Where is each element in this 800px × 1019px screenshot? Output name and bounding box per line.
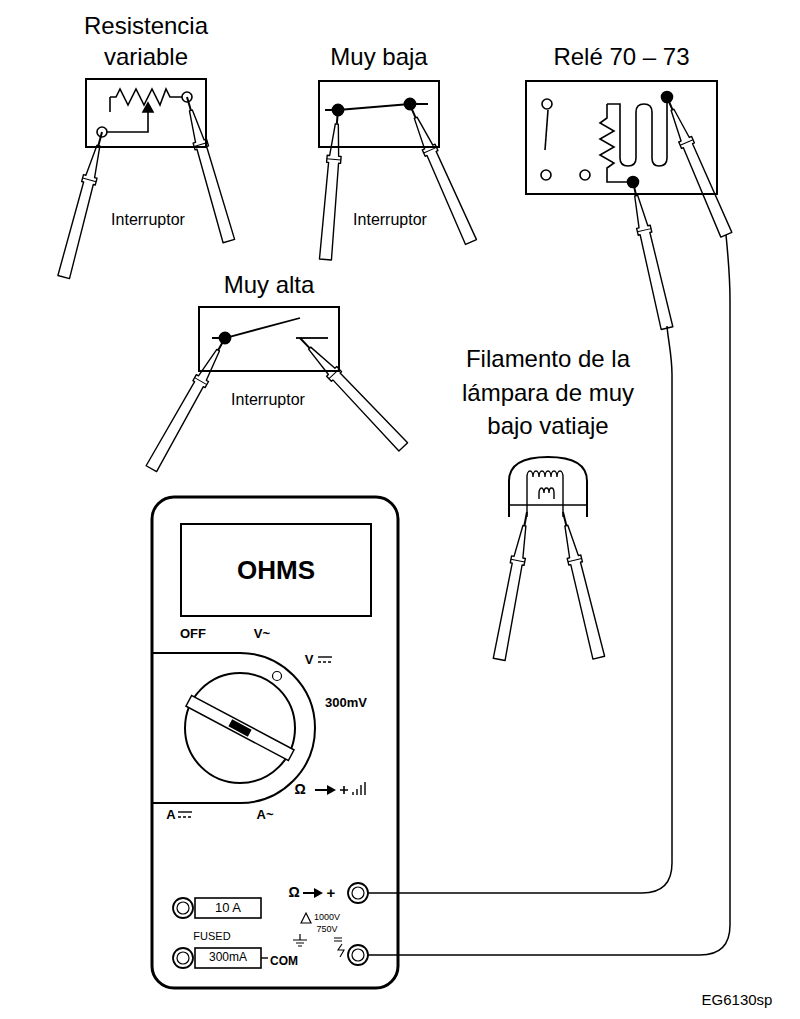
multimeter-body (338, 944, 344, 957)
component-box: Resistencia variable (85, 78, 207, 148)
multimeter-body (348, 945, 368, 965)
multimeter-body (185, 673, 295, 783)
multimeter-body (340, 786, 348, 794)
closed-switch (405, 99, 416, 110)
relay-symbol (541, 92, 673, 188)
resistor-symbol (107, 110, 148, 132)
lamp-bulb (527, 471, 563, 485)
dial-label: A~ (257, 808, 274, 822)
relay-symbol (542, 99, 552, 109)
test-lead (368, 235, 730, 955)
multimeter-body (327, 785, 336, 795)
illustration (318, 109, 345, 260)
jack-label: FUSED (193, 930, 230, 942)
multimeter-body (177, 952, 189, 964)
resistor-symbol (110, 89, 182, 105)
jack-label: 300mA (209, 951, 247, 964)
multimeter-body (177, 902, 189, 914)
multimeter-body (152, 497, 398, 988)
display-text: OHMS (182, 525, 370, 615)
multimeter-body (195, 898, 261, 918)
open-switch (212, 318, 328, 344)
multimeter-body (173, 948, 193, 968)
illustration (661, 94, 733, 237)
resistor-symbol (109, 97, 111, 112)
lamp-bulb (527, 485, 563, 517)
dial-label: OFF (180, 627, 206, 641)
multimeter-body (334, 938, 342, 941)
multimeter-body (153, 653, 315, 803)
jack-label: + (327, 885, 336, 902)
jack-label: COM (270, 955, 298, 968)
multimeter-body (318, 656, 332, 657)
jack-label: 10 A (215, 901, 241, 915)
multimeter-body (186, 695, 294, 760)
component-title: Filamento de la lámpara de muy bajo vati… (443, 342, 653, 443)
multimeter-body (273, 672, 282, 681)
switch-label: Interruptor (111, 211, 185, 229)
multimeter-body (152, 497, 398, 988)
multimeter-body (173, 898, 193, 918)
lamp-bulb (509, 457, 587, 517)
multimeter-body (261, 957, 268, 958)
lamp: Filamento de la lámpara de muy bajo vati… (503, 455, 593, 517)
multimeter-body (293, 934, 307, 946)
dial-label: 300mV (325, 696, 367, 710)
illustration (145, 335, 231, 473)
multimeter-body (352, 949, 364, 961)
dial-label: Ω (294, 782, 305, 797)
multimeter-body (195, 948, 261, 968)
multimeter-body (314, 888, 323, 898)
multimeter-body (352, 887, 364, 899)
illustration (492, 511, 534, 661)
illustration (626, 180, 674, 329)
multimeter-body (348, 883, 368, 903)
component-title: Relé 70 – 73 (512, 41, 732, 72)
relay-symbol (545, 110, 548, 150)
relay-symbol (541, 170, 551, 180)
illustration (556, 510, 605, 659)
rating-label: 750V (316, 925, 337, 935)
component-title: Resistencia variable (56, 10, 236, 72)
resistor-symbol (143, 103, 153, 112)
lamp-bulb (539, 488, 554, 499)
multimeter-body (318, 661, 332, 662)
lamp-bulb (503, 455, 593, 517)
component-title: Muy baja (299, 41, 459, 72)
figure-code: EG6130sp (702, 992, 773, 1009)
rating-label: 1000V (314, 913, 340, 923)
illustration (180, 95, 235, 243)
component-box: Muy alta (198, 306, 340, 372)
multimeter-body (178, 811, 192, 812)
test-lead (368, 235, 730, 955)
multimeter-body (186, 695, 294, 760)
dial-label: V~ (254, 627, 270, 641)
multimeter-body (178, 816, 192, 817)
component-box: Muy baja (318, 80, 440, 148)
multimeter-body (301, 913, 311, 923)
multimeter-body (315, 789, 328, 791)
illustration (295, 333, 408, 451)
relay-symbol (607, 97, 667, 166)
relay-symbol (600, 104, 633, 182)
illustration (57, 130, 109, 279)
multimeter-body (228, 719, 251, 736)
multimeter-body (303, 892, 315, 894)
component-title: Muy alta (189, 269, 349, 300)
switch-label: Interruptor (231, 391, 305, 409)
jack-label: Ω (288, 885, 299, 900)
lamp-bulb (509, 504, 587, 505)
dial-label: A (166, 808, 175, 822)
multimeter-body (353, 782, 365, 795)
switch-label: Interruptor (353, 211, 427, 229)
relay-box: Relé 70 – 73 (525, 80, 718, 195)
dial-label: V (305, 653, 314, 667)
test-lead (368, 326, 672, 893)
meter-display: OHMS (180, 523, 372, 617)
relay-symbol (580, 170, 590, 180)
resistor-symbol (97, 89, 192, 137)
